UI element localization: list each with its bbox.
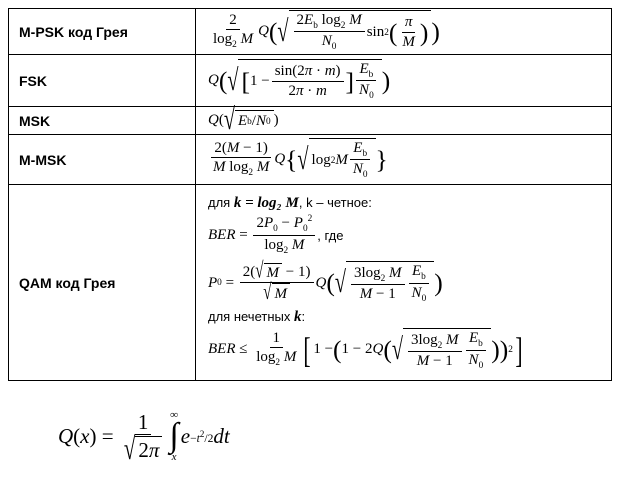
qam-odd-prefix: для нечетных [208, 308, 291, 324]
qam-even-word: , k – четное: [298, 195, 372, 211]
qam-odd-k: k [293, 308, 302, 325]
modulation-label: MSK [8, 106, 196, 135]
qam-where: , где [317, 228, 344, 244]
formula-qam: для k = log₂ M, k – четное: BER = 2P0 − … [195, 184, 612, 381]
qam-odd-colon: : [301, 308, 306, 324]
modulation-label: M-MSK [8, 134, 196, 185]
integral-sign: ∞∫x [169, 409, 179, 463]
qam-even-cond: k = log₂ M [233, 195, 299, 212]
modulation-label: M-PSK код Грея [8, 8, 196, 55]
modulation-label: QAM код Грея [8, 184, 196, 381]
modulation-label: FSK [8, 54, 196, 107]
qam-even-prefix: для [208, 195, 231, 211]
table-row: QAM код Грея для k = log₂ M, k – четное:… [8, 184, 612, 381]
